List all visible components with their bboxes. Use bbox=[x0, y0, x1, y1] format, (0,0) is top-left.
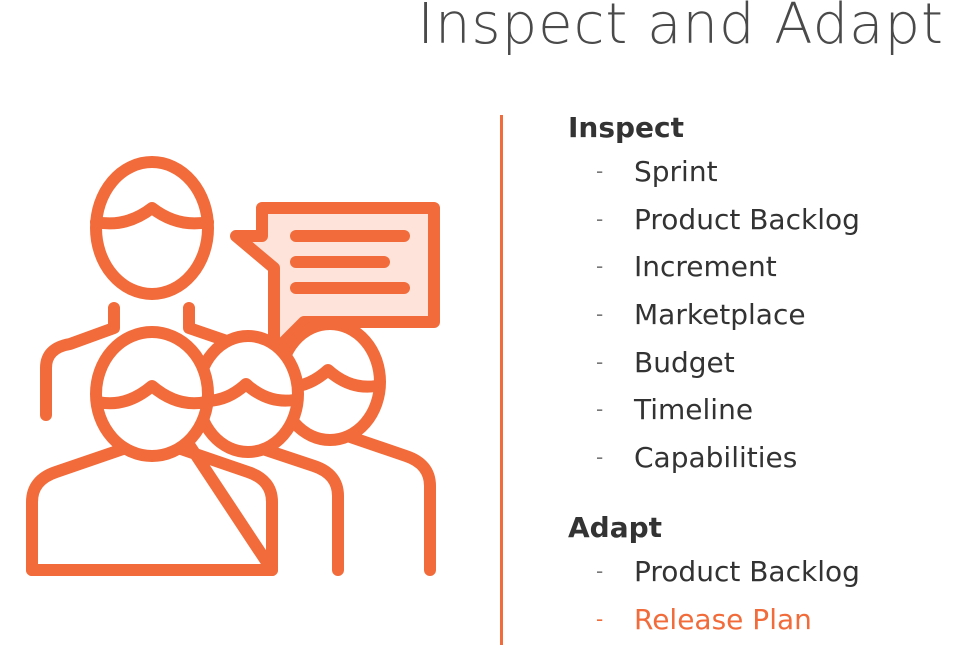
adapt-heading: Adapt bbox=[568, 511, 663, 544]
person-front bbox=[26, 326, 278, 576]
inspect-item-label: Marketplace bbox=[634, 298, 806, 332]
inspect-item-label: Timeline bbox=[634, 393, 754, 427]
adapt-item-product-backlog: - Product Backlog bbox=[568, 548, 860, 596]
bullet-dash: - bbox=[596, 397, 604, 422]
inspect-item-timeline: - Timeline bbox=[568, 386, 860, 434]
bullet-dash: - bbox=[596, 349, 604, 374]
inspect-item-capabilities: - Capabilities bbox=[568, 434, 860, 482]
slide-title: Inspect and Adapt bbox=[417, 0, 944, 57]
adapt-section: Adapt - Product Backlog - Release Plan bbox=[568, 508, 860, 643]
inspect-item-sprint: - Sprint bbox=[568, 148, 860, 196]
person-back bbox=[40, 156, 230, 421]
inspect-item-label: Sprint bbox=[634, 155, 718, 188]
inspect-item-label: Budget bbox=[634, 345, 735, 379]
vertical-divider bbox=[500, 115, 503, 645]
bullet-dash: - bbox=[596, 559, 604, 583]
bullet-dash: - bbox=[596, 445, 604, 470]
inspect-item-product-backlog: - Product Backlog bbox=[568, 196, 860, 244]
adapt-item-label: Release Plan bbox=[634, 602, 812, 636]
bullet-dash: - bbox=[596, 606, 604, 631]
adapt-list: - Product Backlog - Release Plan bbox=[568, 548, 860, 643]
inspect-item-label: Increment bbox=[634, 250, 777, 284]
bullet-dash: - bbox=[596, 254, 604, 279]
team-discussion-icon bbox=[26, 156, 440, 576]
inspect-item-label: Product Backlog bbox=[634, 202, 860, 236]
inspect-item-label: Capabilities bbox=[634, 441, 798, 475]
inspect-heading: Inspect bbox=[568, 111, 685, 144]
inspect-item-increment: - Increment bbox=[568, 243, 860, 291]
bullet-dash: - bbox=[596, 206, 604, 231]
inspect-item-budget: - Budget bbox=[568, 339, 860, 387]
bullet-dash: - bbox=[596, 302, 604, 327]
inspect-item-marketplace: - Marketplace bbox=[568, 291, 860, 339]
bullet-dash: - bbox=[596, 159, 604, 183]
person-right bbox=[274, 318, 436, 576]
inspect-list: - Sprint - Product Backlog - Increment - Mar… bbox=[568, 148, 860, 482]
adapt-item-release-plan: - Release Plan bbox=[568, 596, 860, 644]
adapt-item-label: Product Backlog bbox=[634, 555, 860, 588]
inspect-section: Inspect - Sprint - Product Backlog - Increm… bbox=[568, 108, 860, 482]
